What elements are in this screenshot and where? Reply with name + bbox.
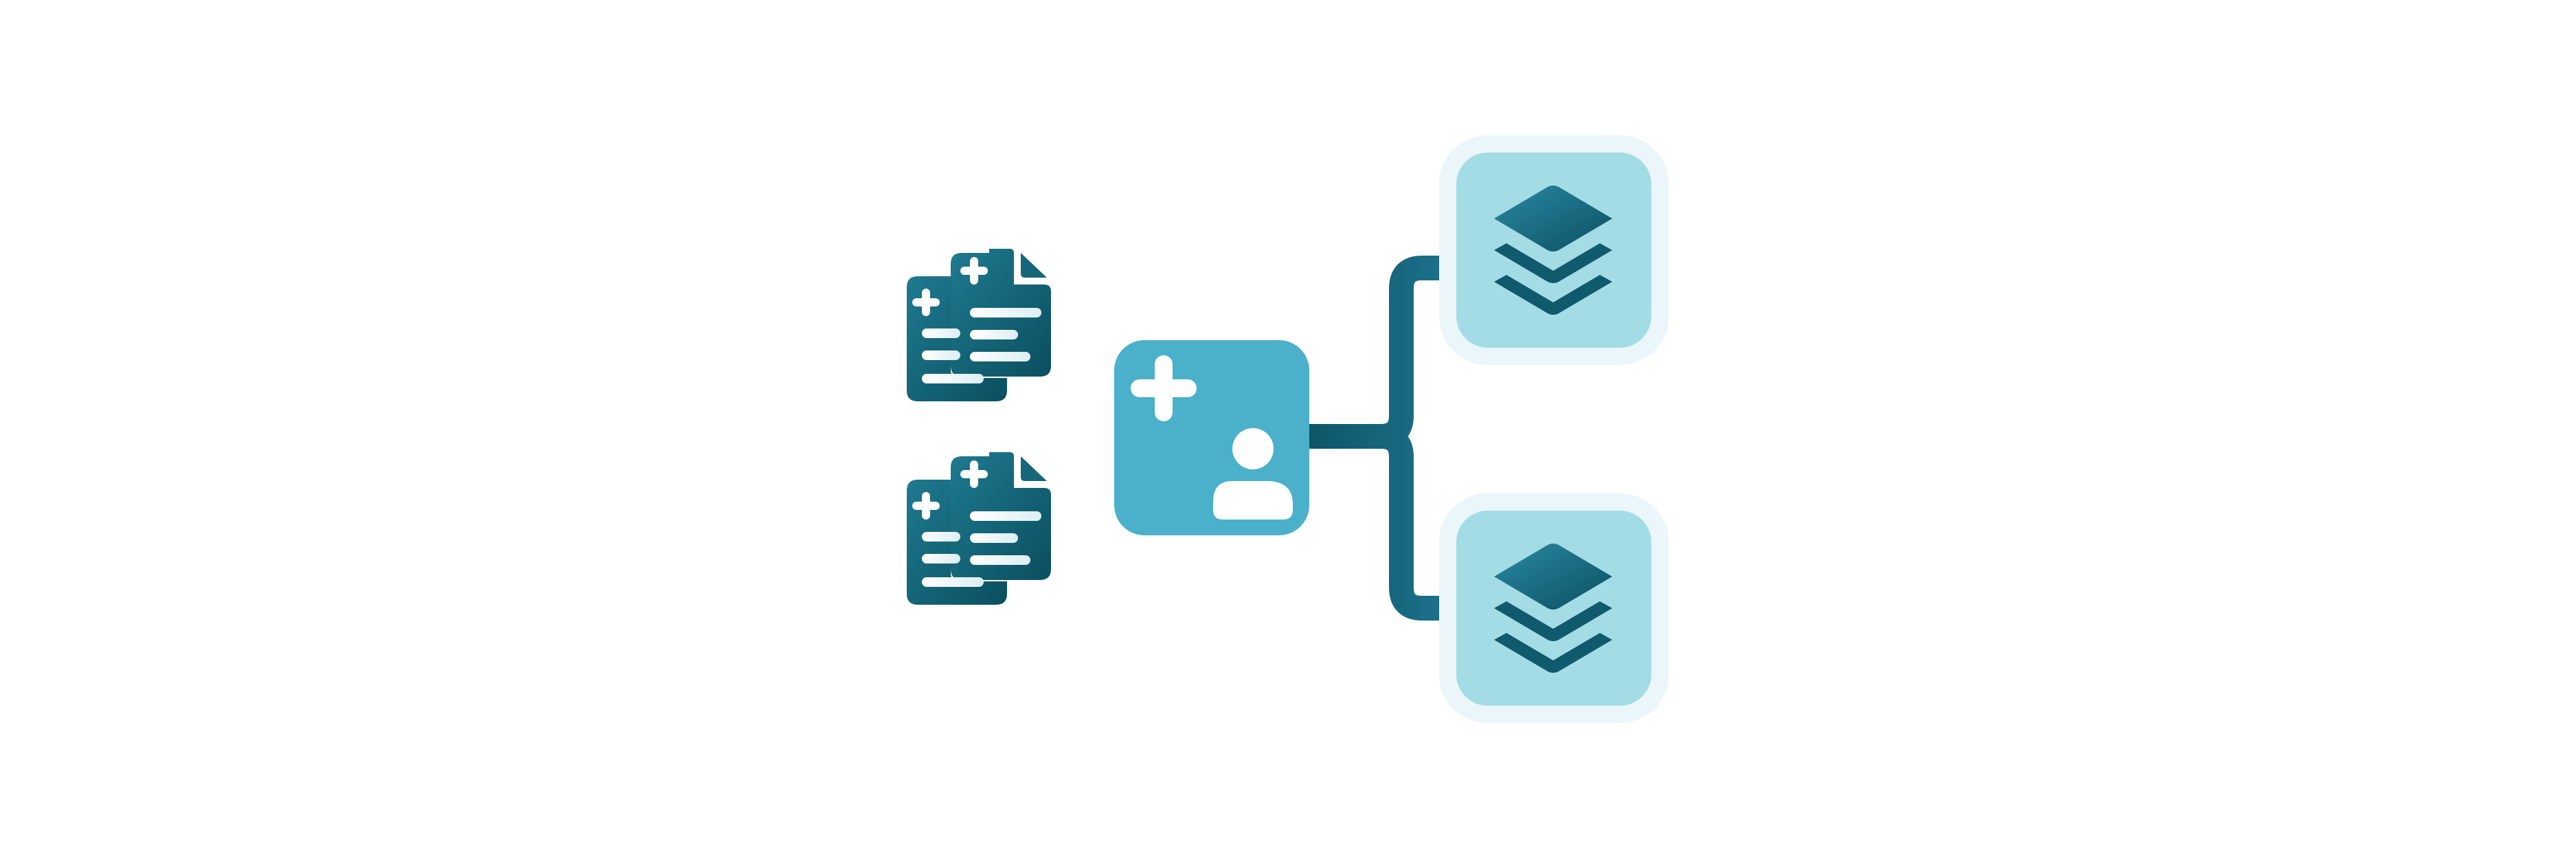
source-records-2 (907, 452, 1051, 605)
medical-cross-icon (1131, 355, 1197, 421)
hub-patient-record (1114, 340, 1309, 535)
patient-person-icon (1213, 428, 1293, 520)
target-layers-2 (1439, 493, 1669, 723)
medical-records-icon (907, 249, 1051, 401)
medical-records-icon (907, 452, 1051, 605)
target-layers-1 (1439, 135, 1669, 365)
connection-lines (1305, 256, 1463, 621)
source-records-1 (907, 249, 1051, 401)
connector-to-layers-2 (1305, 424, 1463, 621)
